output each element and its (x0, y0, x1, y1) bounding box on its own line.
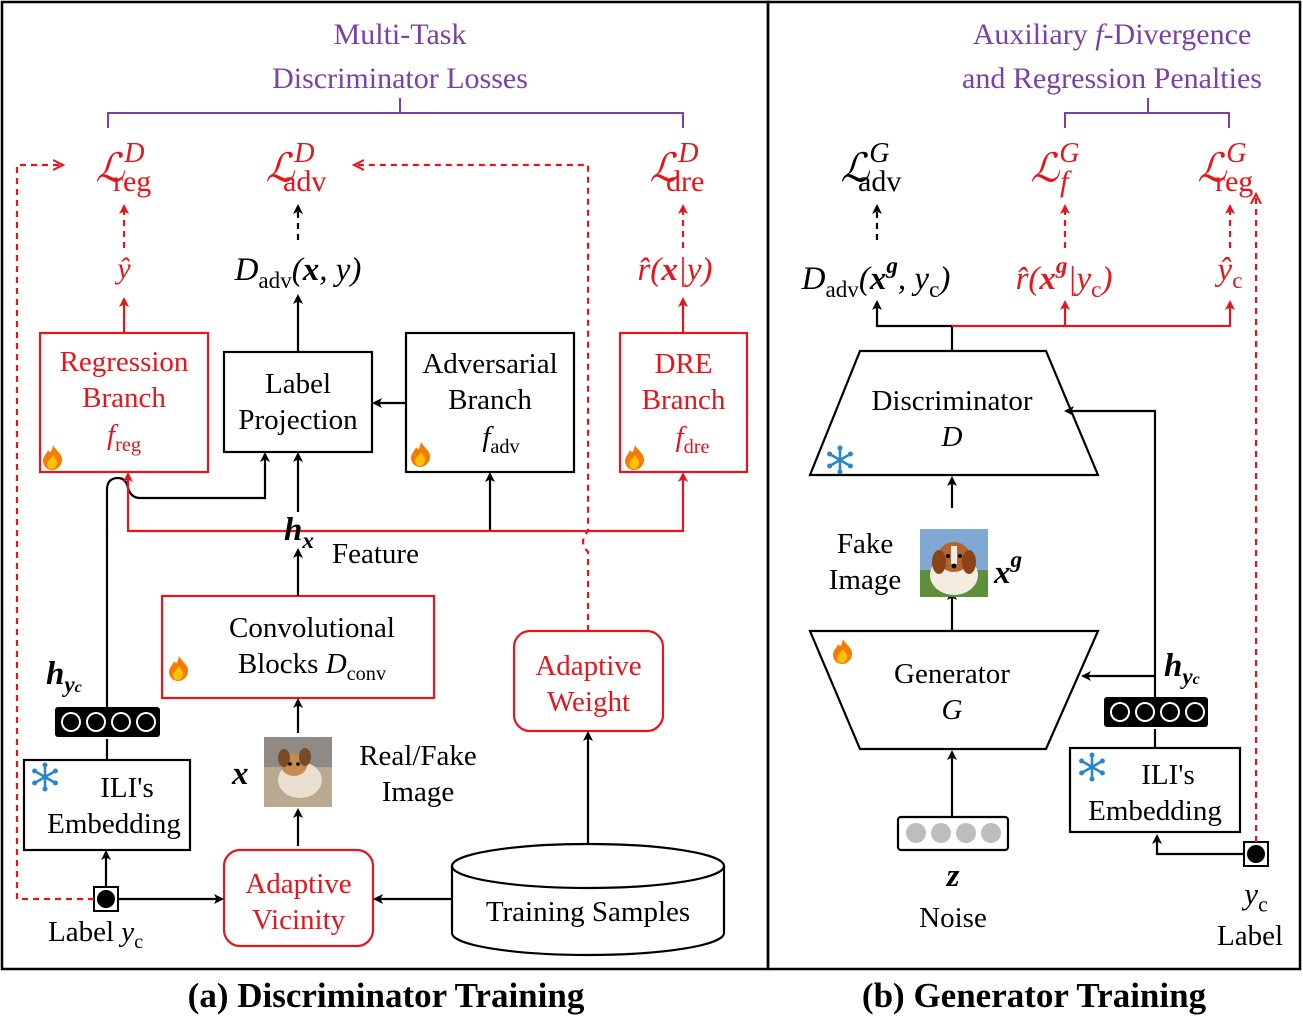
regression-branch-box (38, 331, 210, 474)
snowflake-icon (1079, 752, 1105, 782)
snowflake-icon (32, 762, 58, 792)
dre-branch-label: DRE Branch fdre (641, 348, 726, 458)
fire-icon (411, 442, 431, 467)
generator-trapezoid (808, 629, 1100, 751)
x-symbol: x (232, 756, 249, 792)
adaptive-weight-label: Adaptive Weight (535, 650, 642, 719)
feature-symbol: hx (284, 512, 314, 554)
noise-vector (896, 815, 1010, 852)
panel-a-caption: (a) Discriminator Training (187, 976, 585, 1015)
r-hat-output: r̂(x|y) (637, 252, 713, 288)
loss-adv-d: ℒD (265, 138, 315, 191)
real-fake-image-label: Real/Fake Image (359, 740, 477, 809)
loss-f-g-sub: f (1060, 165, 1069, 198)
fire-icon (833, 639, 853, 664)
loss-dre-d: ℒD (649, 138, 699, 191)
y-hat-c: ŷc (1217, 252, 1243, 294)
loss-reg-d: ℒD (95, 138, 145, 191)
loss-adv-g-sub: adv (858, 165, 902, 198)
generator-label: Generator G (894, 658, 1010, 727)
discriminator-trapezoid (808, 349, 1100, 477)
d-adv-output: Dadv(x, y) (234, 252, 362, 294)
loss-adv-g: ℒG (840, 138, 890, 191)
noise-label: Noise (919, 902, 987, 934)
snowflake-icon (827, 445, 853, 475)
embedding-label-a: ILI's Embedding (47, 772, 181, 841)
z-symbol: z (946, 858, 960, 894)
panel-b-caption: (b) Generator Training (861, 976, 1207, 1015)
loss-reg-g: ℒG (1197, 138, 1247, 191)
embedding-label-b: ILI's Embedding (1088, 759, 1222, 828)
loss-reg-g-sub: reg (1215, 165, 1254, 198)
panel-a-title: Multi-Task Discriminator Losses (272, 18, 528, 95)
d-adv-output-g: Dadv(xg, yc) (801, 252, 951, 303)
label-b: Label (1216, 920, 1284, 952)
hyc-symbol-b: hyc (1164, 648, 1200, 690)
training-samples-label: Training Samples (485, 896, 691, 928)
hyc-vector-a (55, 707, 160, 737)
label-projection-label: Label Projection (238, 368, 358, 437)
hyc-symbol-a: hyc (46, 656, 82, 698)
panel-b-brace (1064, 98, 1230, 128)
panel-a-brace (107, 98, 684, 128)
feature-label: Feature (332, 538, 419, 570)
fire-icon (43, 445, 63, 470)
loss-f-g: ℒG (1030, 138, 1080, 191)
real-fake-image-thumbnail (264, 737, 332, 807)
loss-dre-d-sub: dre (666, 165, 705, 198)
y-hat: ŷ (117, 252, 131, 285)
panel-b-title: Auxiliary f-Divergence and Regression Pe… (962, 18, 1262, 95)
label-node-a (93, 886, 119, 912)
adversarial-branch-label: Adversarial Branch fadv (422, 348, 558, 458)
label-node-b (1243, 841, 1269, 867)
fire-icon (169, 656, 189, 681)
hyc-vector-b (1104, 697, 1208, 727)
panel-b-frame (766, 0, 1302, 971)
fake-image-thumbnail (920, 529, 988, 597)
loss-reg-d-sub: reg (113, 165, 152, 198)
regression-branch-label: Regression Branch freg (59, 346, 189, 456)
training-samples-cylinder (450, 842, 726, 957)
fake-image-label: Fake Image (828, 528, 902, 597)
r-hat-output-g: r̂(xg|yc) (1015, 252, 1113, 303)
xg-symbol: xg (994, 546, 1023, 592)
fire-icon (625, 445, 645, 470)
conv-blocks-label: Convolutional Blocks Dconv (229, 612, 395, 686)
discriminator-label: Discriminator D (871, 385, 1033, 454)
yc-symbol-b: yc (1244, 876, 1268, 917)
loss-adv-d-sub: adv (283, 165, 327, 198)
adaptive-vicinity-label: Adaptive Vicinity (245, 868, 352, 937)
label-yc-a: Label yc (48, 916, 144, 954)
